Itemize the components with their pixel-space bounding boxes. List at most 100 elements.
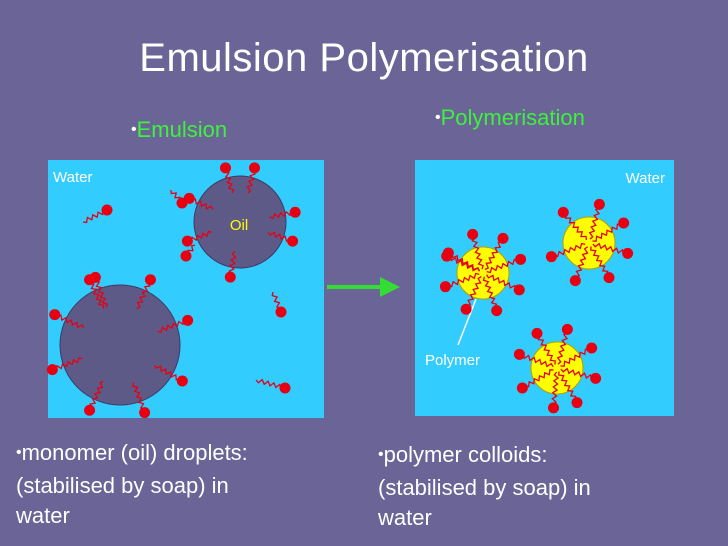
soap-tail [471,233,484,270]
soap-head [439,281,451,293]
polymer-caption-line-3: water [378,505,432,530]
soap-tail [484,238,504,271]
soap-tail [560,367,596,381]
soap-head [441,250,453,262]
soap-head [248,162,260,174]
soap-head [275,306,287,318]
soap-head [46,364,58,376]
emulsion-caption-line-3: water [16,503,70,528]
soap-head [586,342,598,354]
soap-tail [563,211,588,240]
emulsion-caption-line-1: monomer (oil) droplets: [21,440,248,465]
soap-head [561,323,573,335]
polymer-caption-line: •polymer colloids: [378,440,708,473]
page-title: Emulsion Polymerisation [139,36,589,80]
soap-tail [521,369,554,389]
polymer-particle [530,341,584,395]
soap-head [603,272,615,284]
soap-tail [482,276,498,312]
oil-label: Oil [230,217,248,234]
soap-head [545,251,557,263]
soap-head [279,382,291,394]
polymer-caption-line-2: (stabilised by soap) in [378,475,591,500]
soap-head [618,217,630,229]
soap-tail [54,314,85,329]
bullet-glyph: • [435,109,441,126]
soap-head [182,314,194,326]
soap-tail [573,246,589,281]
soap-head [180,250,192,262]
oil-droplet-small [193,175,287,269]
soap-head [569,275,581,287]
soap-tail [550,371,560,409]
soap-tail [592,222,625,242]
arrow-right-icon [327,277,400,297]
soap-tail [558,371,578,404]
soap-head [590,372,602,384]
water-label-left: Water [53,169,92,186]
soap-head [181,235,193,247]
soap-head [220,162,232,174]
soap-head [548,402,560,414]
soap-tail [519,352,554,368]
emulsion-heading: •Emulsion [131,117,227,143]
soap-head [224,271,236,283]
soap-head [287,235,299,247]
soap-head [49,309,61,321]
oil-droplet-large [59,284,181,406]
soap-tail [464,276,482,310]
polymer-particle [456,246,510,300]
soap-head [622,247,634,259]
soap-head [515,253,527,265]
soap-tail [446,254,480,272]
soap-head [531,327,543,339]
soap-head [139,407,151,419]
emulsion-heading-label: Emulsion [136,117,228,142]
water-label-right: Water [626,170,665,187]
polymer-label: Polymer [425,352,480,369]
soap-head [144,274,156,286]
soap-tail [486,274,520,292]
soap-head [101,204,113,216]
soap-head [176,197,188,209]
soap-tail [154,364,183,382]
polymerisation-heading-label: Polymerisation [440,105,585,130]
soap-tail [136,279,151,310]
soap-head [513,348,525,360]
soap-tail [560,347,593,367]
soap-head [491,305,503,317]
soap-head [497,232,509,244]
soap-tail [592,242,628,256]
polymerisation-heading: •Polymerisation [435,105,585,131]
polymer-caption: •polymer colloids: (stabilised by soap) … [378,440,708,533]
soap-tail [550,242,586,258]
soap-head [467,228,479,240]
soap-head [593,198,605,210]
soap-molecules [46,162,634,419]
soap-head [289,206,301,218]
bullet-glyph: • [16,444,22,461]
soap-head [571,397,583,409]
soap-head [513,284,525,296]
bullet-glyph: • [131,121,137,138]
soap-head [176,375,188,387]
soap-tail [444,272,480,288]
soap-tail [590,246,610,279]
soap-tail [486,258,522,274]
soap-head [89,271,101,283]
polymer-pointer-line [457,298,477,346]
soap-tail [588,204,602,240]
polymer-caption-line-1: polymer colloids: [383,442,548,467]
soap-tail [89,380,104,411]
soap-head [516,382,528,394]
soap-head [460,303,472,315]
emulsion-caption: •monomer (oil) droplets: (stabilised by … [16,438,346,531]
soap-head [557,206,569,218]
soap-tail [556,329,570,365]
soap-head [84,404,96,416]
emulsion-caption-line-2: (stabilised by soap) in [16,473,229,498]
soap-tail [536,332,556,365]
emulsion-caption-line: •monomer (oil) droplets: [16,438,346,471]
polymer-particle [562,216,616,270]
